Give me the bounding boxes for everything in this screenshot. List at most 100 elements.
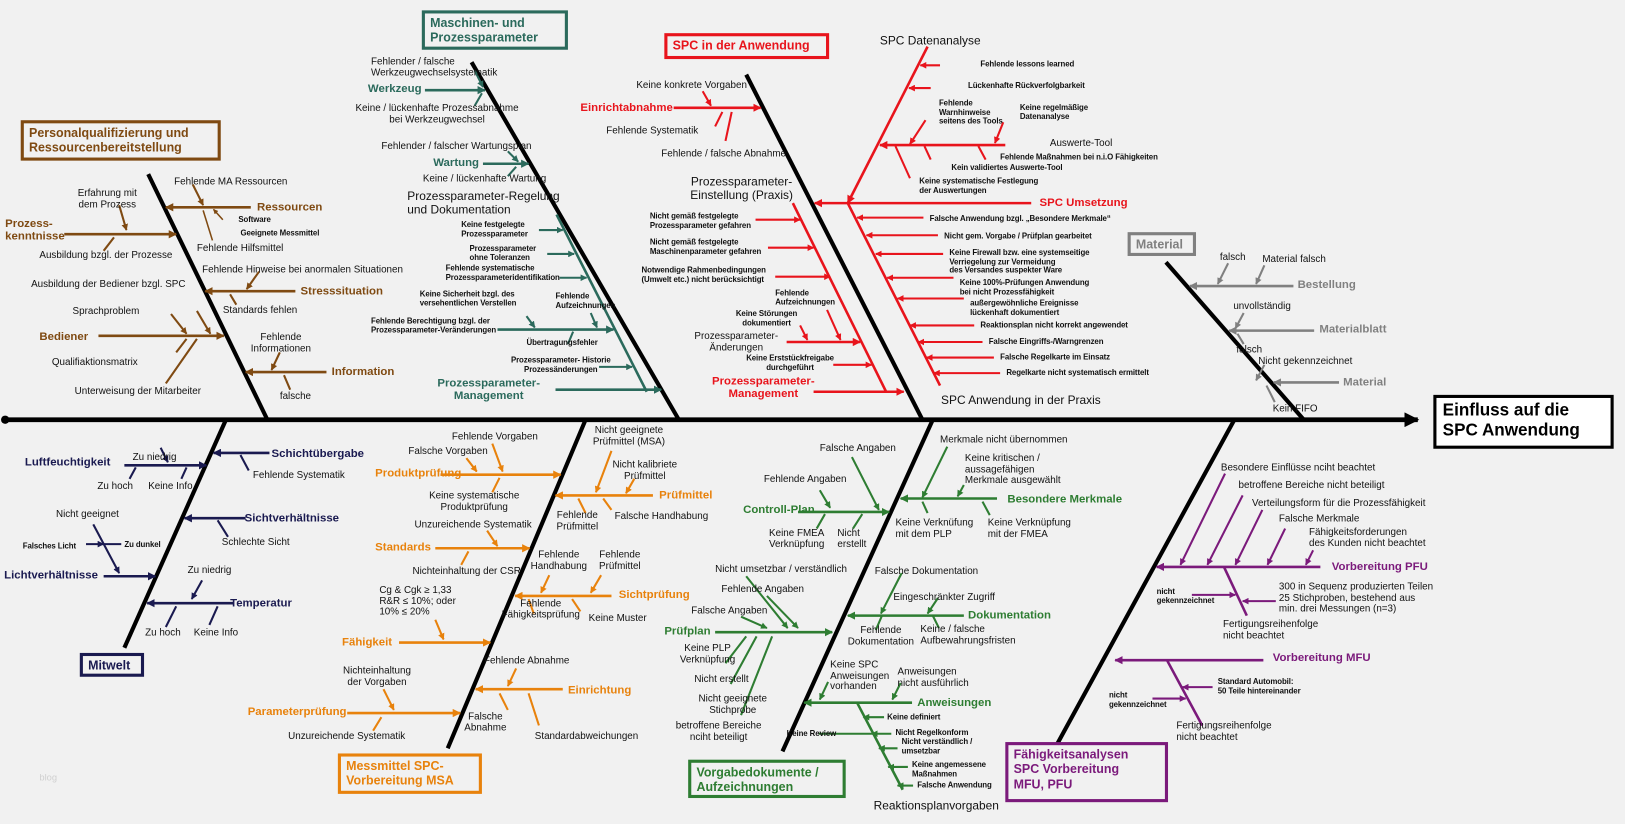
cause-arrow xyxy=(270,351,281,371)
cause-arrow xyxy=(527,598,535,614)
cause-arrow xyxy=(191,184,205,206)
spc-cause-label: Auswerte-Tool xyxy=(1049,137,1113,150)
material-cause-label: falsch xyxy=(1219,251,1246,264)
cause-arrow xyxy=(216,519,229,538)
cause-arrow xyxy=(981,501,991,516)
personal-sub-cause-label: Stresssituation xyxy=(300,285,383,298)
spc-cause-label: SPC Anwendung in der Praxis xyxy=(941,394,1101,408)
vorgabe-cause-label: Nicht geeignete Stichprobe xyxy=(698,693,767,716)
cause-arrow xyxy=(460,550,470,566)
main-bone-line xyxy=(744,73,925,421)
cause-arrow xyxy=(874,615,883,631)
vorgabe-sub-cause-label: Controll-Plan xyxy=(743,503,815,517)
msa-sub-cause-label: Fähigkeit xyxy=(342,636,393,649)
cause-arrow xyxy=(566,331,575,345)
msa-cause-label: Falsche Handhabung xyxy=(614,510,709,523)
vorgabe-cause-label: Keine PLP Verknüpfung xyxy=(679,642,736,665)
vorgabe-sub-cause-label: Dokumentation xyxy=(967,609,1051,622)
cause-arrow xyxy=(196,310,212,335)
msa-cause-label: Standardabweichungen xyxy=(534,730,639,743)
faehigkeit-sub-cause-label: Vorbereitung MFU xyxy=(1272,651,1371,665)
mitwelt-cause-label: Keine Info xyxy=(148,480,193,493)
cause-arrow xyxy=(602,497,613,511)
spc-cause-label: Fehlende Aufzeichnungen xyxy=(775,288,835,307)
spc-cause-label: Nicht gemäß festgelegte Maschinenparamet… xyxy=(649,237,762,256)
faehigkeit-cause-label: nicht gekennzeichnet xyxy=(1108,690,1167,709)
main-bone-line xyxy=(780,418,935,753)
cause-arrow xyxy=(740,615,768,630)
vorgabe-cause-label: Anweisungen nicht ausführlich xyxy=(897,666,969,689)
msa-cause-label: Fehlende Abnahme xyxy=(483,655,570,667)
spc-cause-label: Fehlende Maßnahmen bei n.i.O Fähigkeiten xyxy=(1000,152,1158,162)
cause-arrow xyxy=(208,605,219,626)
spc-cause-label: Fehlende lessons learned xyxy=(980,59,1075,69)
cause-arrow xyxy=(525,315,536,329)
maschinen-sub-cause-label: Werkzeug xyxy=(367,82,422,96)
cause-arrow xyxy=(1206,494,1244,566)
main-bone-line xyxy=(445,418,588,750)
personal-sub-cause-label: Information xyxy=(331,365,395,379)
vorgabe-cause-label: betroffene Bereiche nciht beteiligt xyxy=(675,720,762,743)
msa-cause-label: Fehlende Prüfmittel xyxy=(599,549,641,572)
cause-arrow xyxy=(880,572,903,615)
cause-arrow xyxy=(571,598,582,613)
cause-arrow xyxy=(729,635,758,685)
cause-arrow xyxy=(625,478,636,494)
msa-cause-label: Nicht geeignete Prüfmittel (MSA) xyxy=(592,424,666,448)
material-category-title: Material xyxy=(1127,232,1197,256)
cause-arrow xyxy=(1266,528,1287,566)
cause-arrow xyxy=(826,309,842,341)
vorgabe-cause-label: Keine definiert xyxy=(887,712,941,722)
cause-arrow xyxy=(473,92,483,107)
faehigkeit-sub-cause-label: Vorbereitung PFU xyxy=(1331,560,1428,574)
msa-cause-label: Fehlende Fähigkeitsprüfung xyxy=(501,598,580,621)
maschinen-cause-label: Keine festgelegte Prozessparameter xyxy=(461,219,528,238)
spc-cause-label: Nicht gem. Vorgabe / Prüfplan gearbeitet xyxy=(944,231,1092,241)
maschinen-cause-label: Prozessparameter ohne Toleranzen xyxy=(469,243,537,262)
msa-cause-label: Nichteinhaltung der Vorgaben xyxy=(343,665,411,688)
msa-cause-label: Falsche Abnahme xyxy=(464,710,507,734)
cause-arrow xyxy=(1222,566,1248,617)
spc-cause-label: Keine Erststückfreigabe durchgeführt xyxy=(746,353,834,372)
spc-cause-label: Fehlende / falsche Abnahme xyxy=(661,148,787,160)
cause-arrow xyxy=(170,313,188,335)
personal-sub-cause-label: Bediener xyxy=(39,330,89,344)
maschinen-cause-label: Prozessparameter-Regelung und Dokumentat… xyxy=(407,190,560,217)
maschinen-cause-label: Fehlende systematische Prozessparameteri… xyxy=(445,263,560,282)
faehigkeit-cause-label: Verteilungsform für die Prozessfähigkeit xyxy=(1251,497,1426,509)
cause-arrow xyxy=(159,447,169,463)
msa-cause-label: Fehlende Vorgaben xyxy=(451,431,538,443)
vorgabe-cause-label: Fehlende Dokumentation xyxy=(847,624,915,648)
spc-cause-label: Regelkarte nicht systematisch ermittelt xyxy=(1006,367,1149,378)
msa-sub-cause-label: Einrichtung xyxy=(567,684,632,697)
vorgabe-cause-label: Keine Verknüpfung mit der FMEA xyxy=(987,517,1071,540)
cause-arrow xyxy=(175,338,188,354)
vorgabe-sub-cause-label: Anweisungen xyxy=(917,696,992,709)
cause-arrow xyxy=(540,574,551,594)
spc-cause-label: Keine konkrete Vorgaben xyxy=(636,79,747,92)
spc-sub-cause-label: SPC Umsetzung xyxy=(1039,196,1128,210)
vorgabe-cause-label: Fehlende Angaben xyxy=(721,583,805,595)
spc-cause-label: Reaktionsplan nicht korrekt angewendet xyxy=(980,320,1128,330)
material-cause-label: unvollständig xyxy=(1233,300,1291,312)
cause-arrow xyxy=(283,374,292,391)
maschinen-cause-label: Fehlender / falsche Werkzeugwechselsyste… xyxy=(371,55,498,79)
maschinen-cause-label: Keine / lückenhafte Wartung xyxy=(422,173,547,185)
personal-sub-cause-label: Ressourcen xyxy=(257,201,323,214)
cause-arrow xyxy=(92,523,121,574)
cause-arrow xyxy=(956,484,965,498)
material-sub-cause-label: Materialblatt xyxy=(1319,323,1387,336)
faehigkeit-cause-label: Fertigungsreihenfolge nicht beachtet xyxy=(1176,720,1272,743)
cause-arrow xyxy=(1265,385,1276,403)
spc-sub-cause-label: Einrichtabnahme xyxy=(580,101,673,115)
cause-arrow xyxy=(180,466,188,480)
cause-arrow xyxy=(791,202,888,393)
cause-arrow xyxy=(1216,262,1230,285)
maschinen-cause-label: Übertragungsfehler xyxy=(526,337,598,348)
personal-cause-label: Ausbildung der Bediener bzgl. SPC xyxy=(31,278,186,291)
cause-arrow xyxy=(926,597,939,615)
cause-arrow xyxy=(212,208,224,221)
mitwelt-cause-label: Zu hoch xyxy=(145,627,181,639)
cause-arrow xyxy=(382,688,395,711)
cause-arrow xyxy=(507,166,517,177)
